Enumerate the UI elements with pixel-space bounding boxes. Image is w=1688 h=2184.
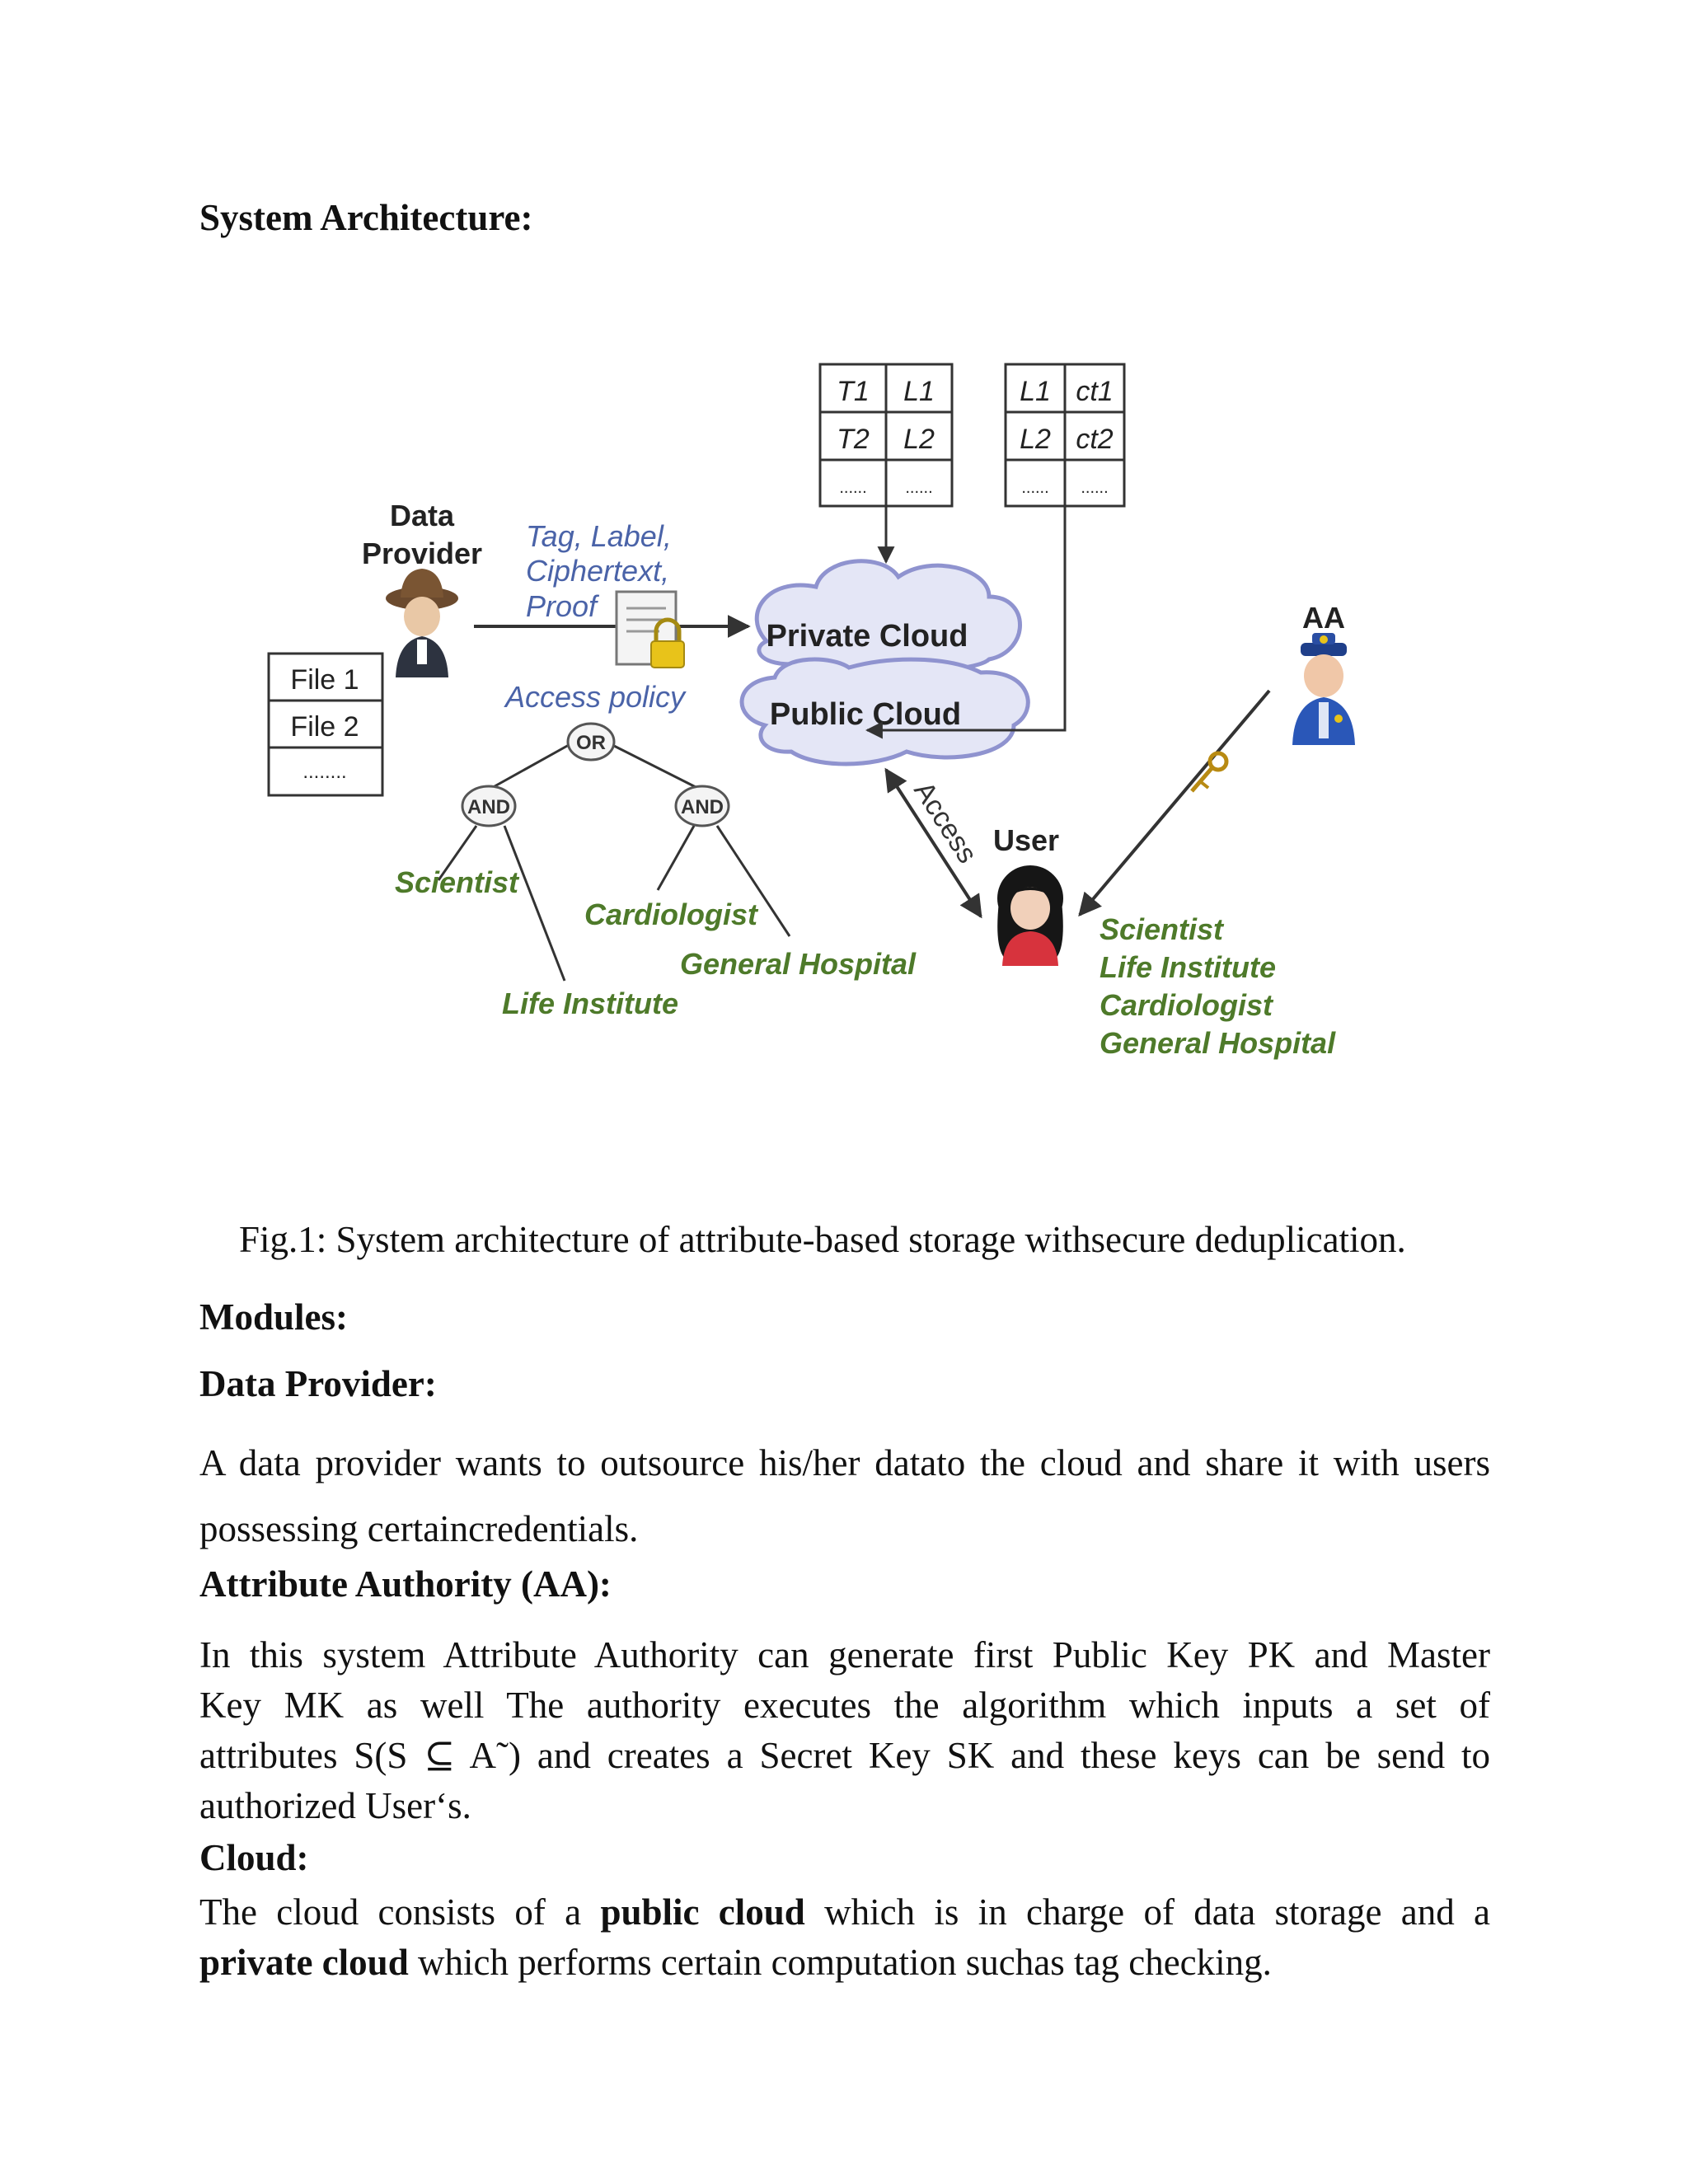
user-attribute-4: General Hospital [1100, 1026, 1336, 1060]
system-architecture-diagram: Data Provider File 1 File 2 ........ Tag… [267, 363, 1355, 1060]
table1-cell-r2c2: L2 [903, 424, 935, 455]
cloud-paragraph-line1: The cloud consists of a public cloud whi… [199, 1887, 1490, 1938]
public-cloud-term: public cloud [600, 1891, 805, 1933]
file-1-label: File 1 [290, 664, 359, 696]
aa-paragraph-line4: authorized User‘s. [199, 1785, 471, 1826]
and-node-left [461, 785, 517, 827]
system-architecture-heading: System Architecture: [199, 197, 533, 238]
table2-cell-r1c2: ct1 [1076, 376, 1113, 407]
or-node-label: OR [576, 732, 606, 754]
and-node-right [674, 785, 730, 827]
table1-cell-r3c2: ...... [905, 479, 932, 497]
label-ciphertext-table: L1 ct1 L2 ct2 ...... ...... [1004, 363, 1126, 508]
arrow-label-line2: Ciphertext, [526, 554, 669, 588]
table1-cell-r1c1: T1 [837, 376, 870, 407]
key-issue-arrow [1078, 689, 1271, 917]
attribute-authority-icon [1292, 633, 1355, 745]
data-provider-paragraph-line1: A data provider wants to outsource his/h… [199, 1442, 1490, 1483]
table2-cell-r2c2: ct2 [1076, 424, 1113, 455]
table1-cell-r1c2: L1 [903, 376, 935, 407]
cloud-line1-text-b: which is in charge of data storage and a [804, 1891, 1490, 1933]
policy-tree: OR AND AND [437, 722, 791, 982]
data-provider-icon [386, 569, 458, 677]
arrow-label-line1: Tag, Label, [526, 519, 672, 553]
data-provider-label-line2: Provider [362, 537, 482, 570]
policy-leaf-general-hospital: General Hospital [680, 947, 917, 981]
cloud-heading: Cloud: [199, 1837, 309, 1878]
tag-label-table: T1 L1 T2 L2 ...... ...... [818, 363, 954, 508]
attribute-authority-heading: Attribute Authority (AA): [199, 1563, 612, 1605]
user-attribute-3: Cardiologist [1100, 988, 1274, 1022]
aa-paragraph-line2: Key MK as well The authority executes th… [199, 1685, 1490, 1726]
table2-cell-r3c2: ...... [1081, 479, 1108, 497]
file-list: File 1 File 2 ........ [267, 652, 384, 797]
key-icon [1190, 751, 1229, 793]
table2-cell-r1c1: L1 [1020, 376, 1051, 407]
data-provider-paragraph: A data provider wants to outsource his/h… [199, 1430, 1490, 1562]
cloud-shape [739, 559, 1030, 766]
aa-label: AA [1302, 601, 1345, 635]
table1-cell-r2c1: T2 [837, 424, 870, 455]
data-provider-heading: Data Provider: [199, 1363, 437, 1404]
access-arrow [884, 767, 982, 919]
private-cloud-term: private cloud [199, 1942, 409, 1983]
table1-cell-r3c1: ...... [839, 479, 866, 497]
cloud-paragraph: The cloud consists of a public cloud whi… [199, 1887, 1490, 1988]
policy-leaf-cardiologist: Cardiologist [584, 898, 759, 931]
user-attribute-1: Scientist [1100, 912, 1225, 946]
data-provider-label-line1: Data [390, 499, 455, 532]
public-cloud-label: Public Cloud [770, 697, 961, 732]
private-cloud-label: Private Cloud [767, 619, 968, 654]
user-icon [997, 865, 1063, 966]
aa-paragraph-line3: attributes S(S ⊆ A˜) and creates a Secre… [199, 1735, 1490, 1776]
modules-heading: Modules: [199, 1296, 348, 1338]
table2-cell-r2c1: L2 [1020, 424, 1051, 455]
table2-to-public-cloud-arrow [865, 506, 1067, 739]
table2-cell-r3c1: ...... [1021, 479, 1048, 497]
cloud-paragraph-line2: private cloud which performs certain com… [199, 1938, 1490, 1988]
user-attribute-2: Life Institute [1100, 950, 1276, 984]
figure-caption: Fig.1: System architecture of attribute-… [239, 1219, 1406, 1260]
cloud-line1-text-a: The cloud consists of a [199, 1891, 601, 1933]
aa-paragraph-line1: In this system Attribute Authority can g… [199, 1634, 1490, 1675]
or-node [566, 722, 616, 762]
cloud-line2-text-a: which performs certain computation sucha… [408, 1942, 1272, 1983]
policy-leaf-scientist: Scientist [395, 865, 520, 899]
file-2-label: File 2 [290, 711, 359, 743]
attribute-authority-paragraph: In this system Attribute Authority can g… [199, 1630, 1490, 1831]
user-label: User [993, 823, 1059, 857]
data-provider-paragraph-line2: possessing certaincredentials. [199, 1508, 639, 1549]
and-node-right-label: AND [681, 796, 724, 818]
policy-leaf-life-institute: Life Institute [502, 987, 678, 1020]
and-node-left-label: AND [467, 796, 510, 818]
access-policy-label: Access policy [504, 680, 687, 714]
arrow-label-line3: Proof [526, 589, 600, 623]
encrypted-document-icon [615, 590, 685, 668]
file-more-label: ........ [302, 761, 346, 783]
